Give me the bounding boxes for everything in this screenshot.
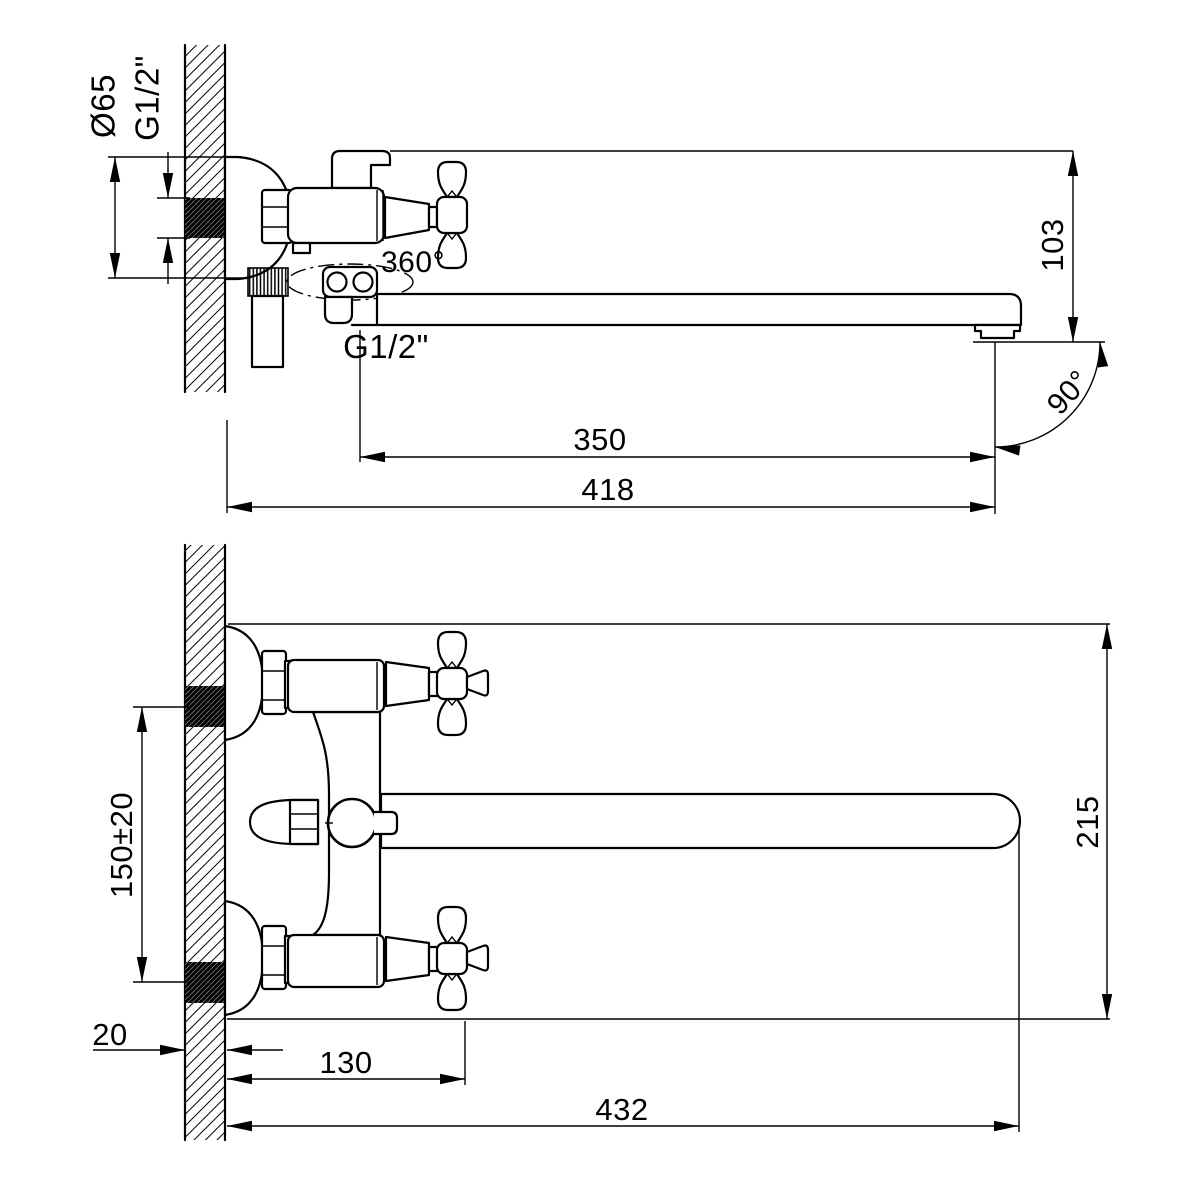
dim-label-diameter: Ø65 xyxy=(85,74,122,138)
faucet-side xyxy=(223,149,1073,369)
dim-label-wall-thread: G1/2" xyxy=(129,55,166,141)
cross-handle-front xyxy=(435,630,490,737)
valve-body-front xyxy=(286,658,386,714)
shower-connector-front xyxy=(248,798,320,846)
dim-label-reach: 350 xyxy=(573,422,626,457)
diverter-knob xyxy=(325,797,399,849)
wall-section-front xyxy=(183,543,227,1142)
hex-nut xyxy=(260,188,294,245)
dim-label-total-length: 432 xyxy=(595,1092,648,1127)
aerator-nozzle xyxy=(973,323,1022,340)
dim-label-wall-thickness: 20 xyxy=(92,1017,127,1052)
dim-total-length-432: 432 xyxy=(227,826,1020,1132)
dim-label-spout-thread: G1/2" xyxy=(343,328,429,365)
dim-wall-thread: G1/2" xyxy=(129,55,190,284)
shower-hose-connection xyxy=(247,267,289,369)
dim-reach-350: 350 xyxy=(359,330,995,463)
hex-nut-front xyxy=(260,649,288,716)
side-view: Ø65 G1/2" 360° G1/2" 103 xyxy=(85,43,1109,514)
dim-label-swivel-angle: 360° xyxy=(381,246,445,279)
dim-label-total-height: 215 xyxy=(1070,795,1105,848)
dim-diameter-65: Ø65 xyxy=(85,74,245,279)
handle-stem xyxy=(427,205,439,229)
spout-pivot-outlet xyxy=(323,295,354,325)
diverter-lever xyxy=(372,810,399,836)
shower-outlet-top xyxy=(330,149,392,190)
wall-inlet-thread xyxy=(185,198,225,238)
spout xyxy=(375,292,1023,327)
dim-body-length-130: 130 xyxy=(227,1021,466,1085)
dim-label-centers-distance: 150±20 xyxy=(104,792,139,898)
cross-handle xyxy=(435,160,469,270)
dim-wall-thickness-20: 20 xyxy=(92,1017,283,1056)
valve-body xyxy=(286,186,386,245)
body-tab xyxy=(291,241,312,255)
swivel-joint xyxy=(286,263,414,301)
dim-height-103: 103 xyxy=(1035,151,1079,342)
dim-label-height: 103 xyxy=(1035,218,1070,271)
valve-cone xyxy=(383,195,431,240)
dim-total-reach-418: 418 xyxy=(226,420,995,513)
inlet-thread-top xyxy=(185,686,225,727)
dim-centers-150: 150±20 xyxy=(104,706,190,983)
dim-label-total-reach: 418 xyxy=(581,472,634,507)
spout-front xyxy=(379,792,1022,850)
valve-assembly-top xyxy=(223,624,490,742)
dim-height-215: 215 xyxy=(1070,624,1113,1019)
wall-section-side xyxy=(183,43,227,394)
dim-label-body-length: 130 xyxy=(319,1045,372,1080)
valve-cone-front xyxy=(384,660,431,708)
front-view: 215 150±20 20 130 xyxy=(92,543,1113,1142)
inlet-thread-bottom xyxy=(185,962,225,1003)
